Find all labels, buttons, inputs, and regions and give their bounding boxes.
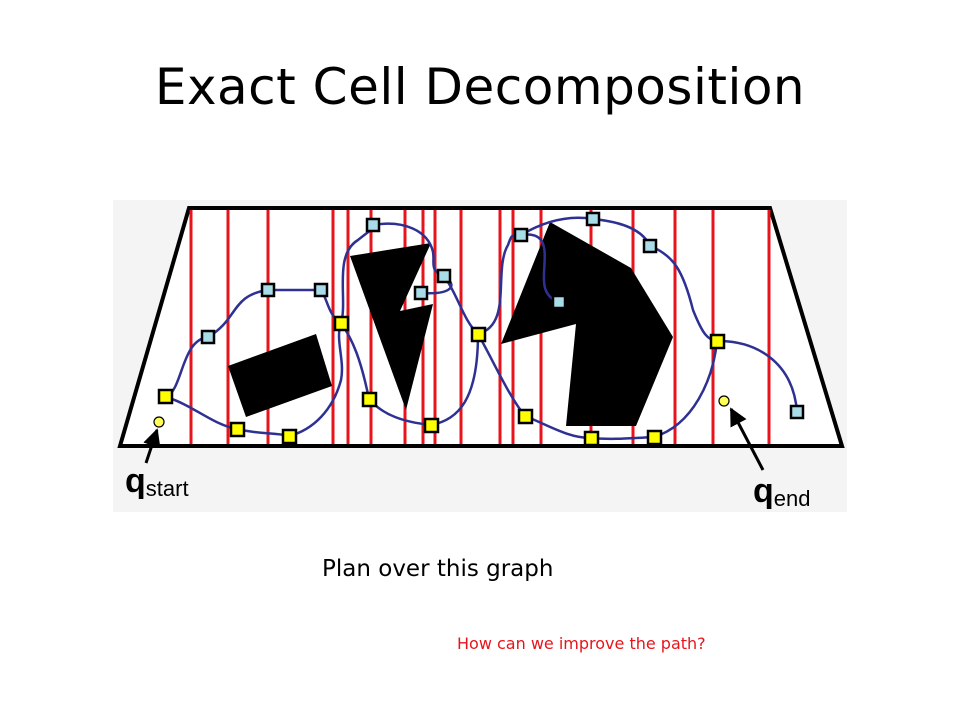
slide-title: Exact Cell Decomposition [154,58,806,116]
cell-node [229,421,246,438]
q-start-label: qstart [125,462,189,501]
boundary-node [789,404,805,420]
cell-decomposition-diagram: qstart qend [113,200,847,512]
obstacle-rectangle [228,334,332,417]
path-segment [288,322,344,438]
path-segment [207,288,269,339]
q-start-sub: start [146,476,189,501]
boundary-node [413,285,429,301]
q-end-main: q [753,472,774,510]
cell-node [423,417,440,434]
cell-node [583,430,600,447]
boundary-node [260,282,276,298]
cell-node [361,391,378,408]
end-arrow [729,407,765,471]
path-segment [716,339,799,413]
caption-text: Plan over this graph [322,556,554,582]
cell-node [333,315,350,332]
path-segment [653,340,719,439]
cell-node [157,388,174,405]
start-arrow [143,428,161,464]
boundary-node [513,227,529,243]
cell-node [709,333,726,350]
boundary-node [313,282,329,298]
cell-node [470,326,487,343]
q-end-sub: end [774,486,811,511]
path-segment [372,222,445,278]
boundary-node [365,217,381,233]
path-segment [430,333,480,427]
cell-node [517,408,534,425]
boundary-node [200,329,216,345]
boundary-nodes [200,211,805,420]
start-point [153,416,165,428]
q-start-main: q [125,462,146,500]
cell-node [281,428,298,445]
path-segment [649,244,718,343]
boundary-node [551,294,567,310]
question-text: How can we improve the path? [457,634,706,653]
boundary-node [642,238,658,254]
q-end-label: qend [753,472,811,511]
cell-nodes [157,315,726,447]
cell-node [646,429,663,446]
obstacle-arrow [350,243,433,410]
boundary-node [585,211,601,227]
boundary-node [436,268,452,284]
end-point [718,395,730,407]
